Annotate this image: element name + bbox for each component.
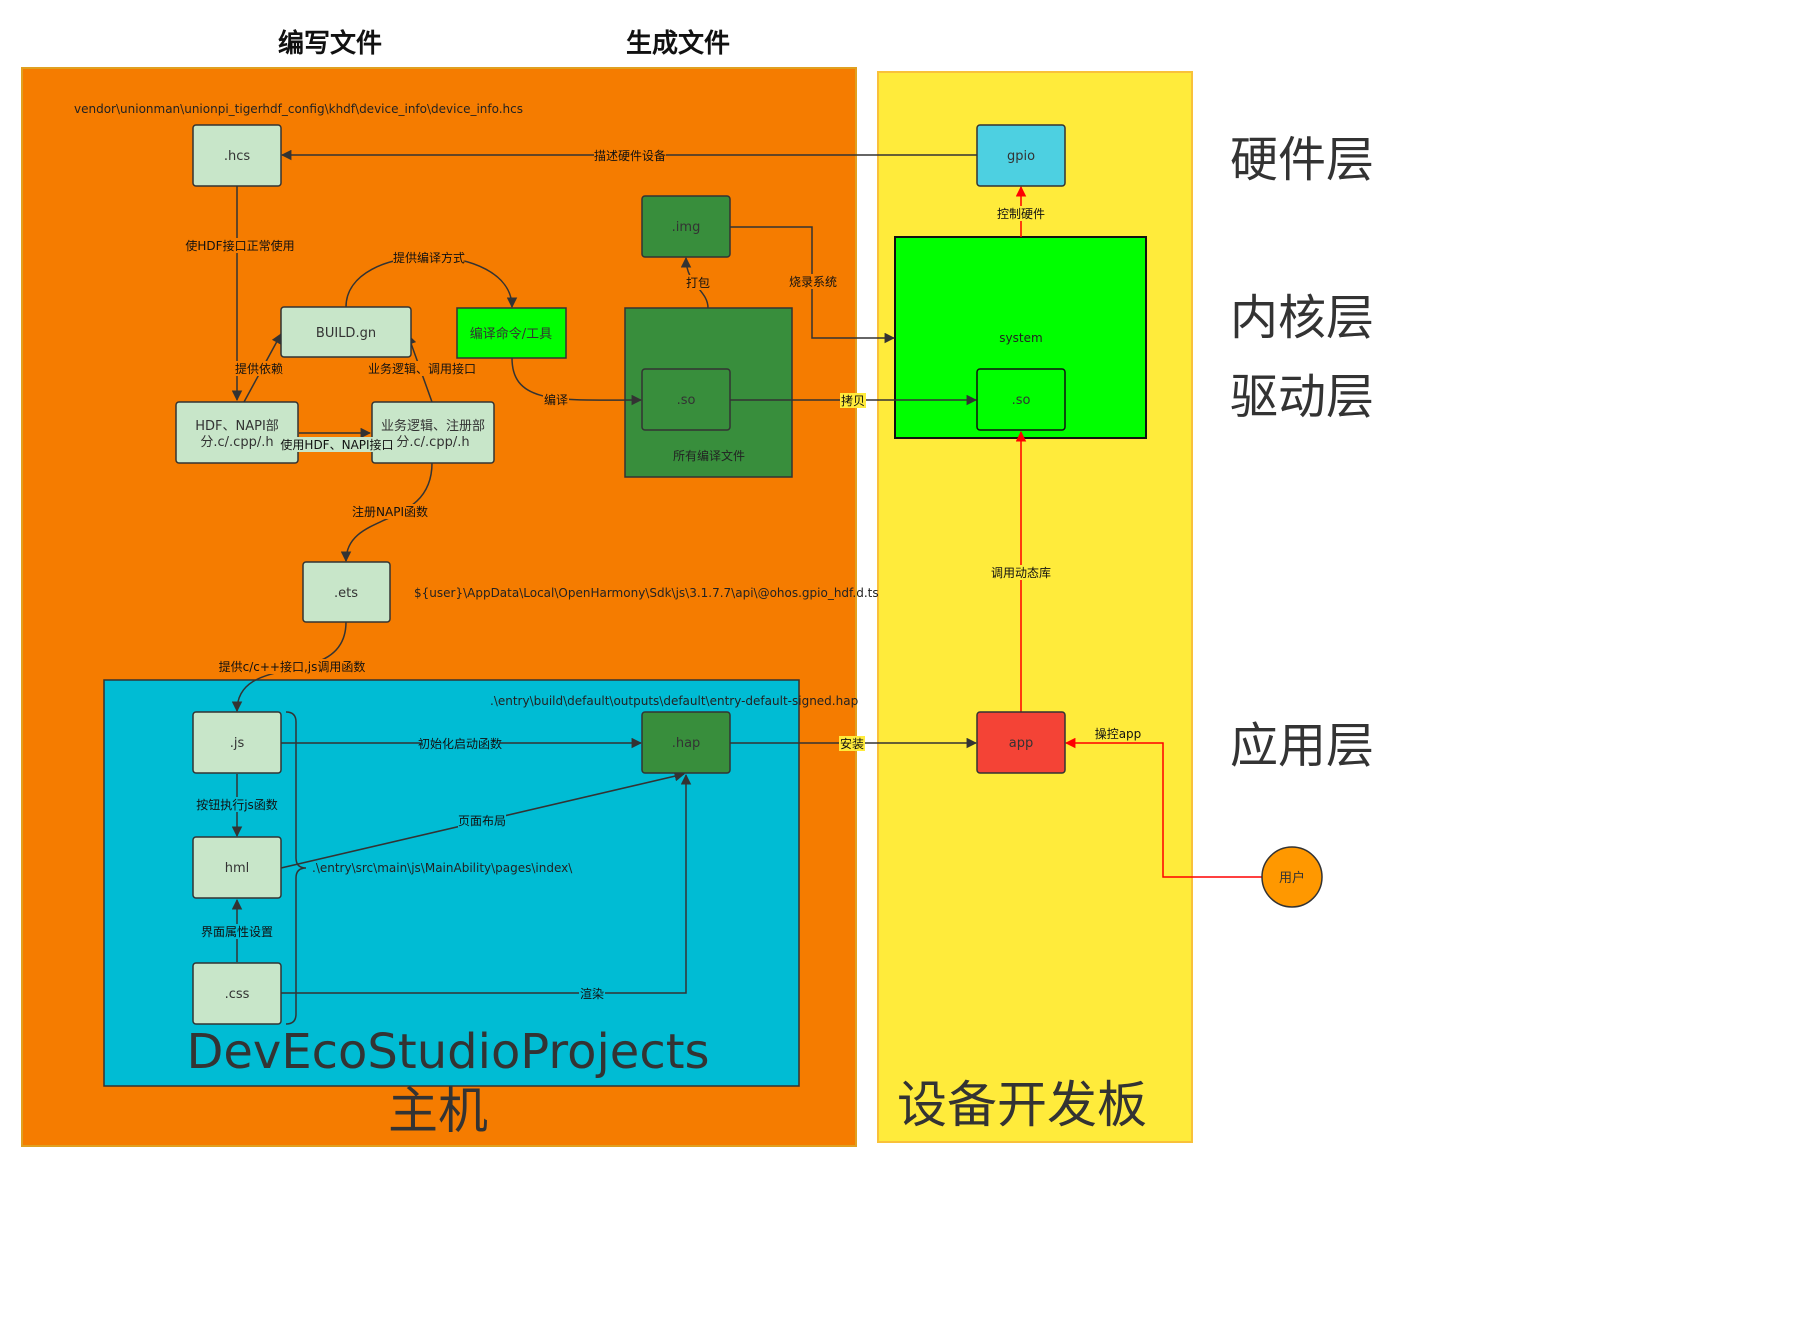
label-button-exec: 按钮执行js函数 (196, 797, 278, 812)
label-register-napi: 注册NAPI函数 (352, 504, 428, 519)
node-compile-tool-label: 编译命令/工具 (470, 326, 552, 342)
node-gpio-label: gpio (1007, 149, 1035, 164)
label-init-func: 初始化启动函数 (418, 736, 502, 751)
node-so-board (976, 368, 1066, 431)
node-css (192, 962, 282, 1025)
node-css-label: .css (225, 987, 250, 1002)
label-provide-compile: 提供编译方式 (393, 250, 465, 265)
node-so-host (641, 368, 731, 431)
node-js-label: .js (230, 736, 245, 751)
node-build-gn (280, 306, 412, 358)
node-hcs-label: .hcs (224, 149, 251, 164)
node-hdf-napi (175, 401, 299, 464)
node-user-label: 用户 (1279, 870, 1305, 886)
header-write-files: 编写文件 (278, 28, 382, 59)
node-hap (641, 711, 731, 774)
path-sdk: ${user}\AppData\Local\OpenHarmony\Sdk\js… (414, 586, 879, 600)
label-compile: 编译 (544, 392, 568, 407)
node-biz-logic (371, 401, 495, 464)
header-generated-files: 生成文件 (626, 28, 730, 59)
node-hdf-napi-label-1: HDF、NAPI部 (195, 419, 279, 434)
label-operate-app: 操控app (1095, 726, 1142, 741)
layer-kernel: 内核层 (1230, 290, 1374, 346)
node-hml-label: hml (225, 861, 250, 876)
edge-operate-app (1064, 737, 1262, 878)
path-hap: .\entry\build\default\outputs\default\en… (490, 694, 858, 708)
label-provide-dep: 提供依赖 (235, 361, 283, 376)
label-render: 渲染 (580, 986, 604, 1001)
node-hml (192, 836, 282, 899)
node-ets (302, 561, 391, 623)
node-gpio (976, 124, 1066, 187)
node-hdf-napi-label-2: 分.c/.cpp/.h (200, 435, 273, 450)
node-app-label: app (1009, 736, 1033, 751)
label-copy: 拷贝 (841, 393, 865, 408)
board-label: 设备开发板 (897, 1076, 1147, 1134)
path-hcs: vendor\unionman\unionpi_tigerhdf_config\… (74, 102, 523, 116)
label-page-layout: 页面布局 (458, 814, 506, 828)
node-user (1261, 846, 1323, 908)
system-label: system (999, 331, 1042, 345)
node-ets-label: .ets (334, 586, 358, 601)
layer-driver: 驱动层 (1230, 369, 1374, 425)
node-app (976, 711, 1066, 774)
node-hcs (192, 124, 282, 187)
node-hap-label: .hap (672, 736, 701, 751)
file-group-brace (285, 711, 307, 1025)
label-ui-props: 界面属性设置 (201, 925, 273, 939)
layer-hardware: 硬件层 (1230, 132, 1374, 188)
label-biz-call: 业务逻辑、调用接口 (368, 361, 476, 376)
board-container (877, 71, 1193, 1143)
all-compiled-label: 所有编译文件 (673, 448, 745, 463)
node-biz-logic-label-2: 分.c/.cpp/.h (396, 435, 469, 450)
node-so-host-label: .so (677, 393, 696, 408)
path-pages: .\entry\src\main\js\MainAbility\pages\in… (312, 861, 573, 875)
label-use-hdf-napi: 使用HDF、NAPI接口 (280, 437, 393, 452)
label-control-hw: 控制硬件 (997, 207, 1045, 221)
label-use-hdf: 使HDF接口正常使用 (185, 238, 294, 253)
node-compile-tool (456, 307, 567, 359)
edge-render (281, 773, 692, 994)
node-so-board-label: .so (1012, 393, 1031, 408)
host-label: 主机 (388, 1082, 488, 1140)
node-img (641, 195, 731, 258)
label-call-dylib: 调用动态库 (991, 565, 1051, 580)
label-provide-c: 提供c/c++接口,js调用函数 (219, 659, 366, 674)
project-label: DevEcoStudioProjects (186, 1024, 709, 1080)
layer-application: 应用层 (1230, 718, 1374, 774)
label-burn: 烧录系统 (789, 275, 837, 289)
node-build-gn-label: BUILD.gn (316, 326, 376, 341)
node-biz-logic-label-1: 业务逻辑、注册部 (381, 418, 485, 434)
node-img-label: .img (672, 220, 701, 235)
label-install: 安装 (840, 736, 864, 751)
node-js (192, 711, 282, 774)
label-describe-hw: 描述硬件设备 (594, 149, 666, 163)
label-pack: 打包 (686, 276, 710, 290)
